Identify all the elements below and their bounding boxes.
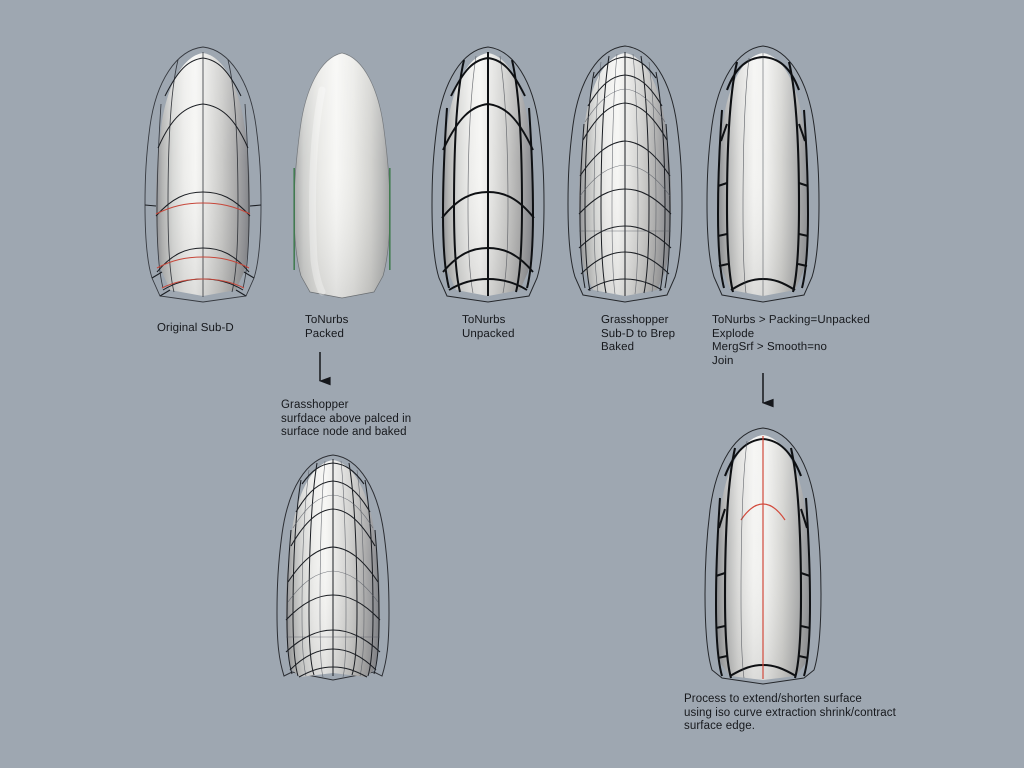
caption-grasshopper-brep: Grasshopper Sub-D to Brep Baked [601, 314, 676, 353]
model-tonurbs-unpacked[interactable] [431, 46, 545, 303]
model-original-subd[interactable] [144, 46, 262, 303]
note-grasshopper-bake: Grasshopper surfdace above palced in sur… [281, 399, 412, 438]
model-baked-grasshopper[interactable] [276, 454, 390, 681]
note-iso-curve: Process to extend/shorten surface using … [684, 693, 896, 732]
model-merged-surface[interactable] [706, 45, 820, 303]
red-iso-curve [740, 436, 786, 679]
caption-tonurbs-recipe: ToNurbs > Packing=Unpacked Explode MergS… [712, 314, 870, 367]
red-isocurve [155, 202, 251, 289]
caption-tonurbs-packed: ToNurbs Packed [305, 314, 349, 340]
caption-original-subd: Original Sub-D [157, 322, 234, 334]
model-grasshopper-brep[interactable] [567, 45, 683, 303]
green-edge-lines [293, 168, 391, 270]
caption-tonurbs-unpacked: ToNurbs Unpacked [462, 314, 515, 340]
model-tonurbs-packed[interactable] [293, 52, 391, 299]
model-iso-extended[interactable] [704, 427, 822, 685]
